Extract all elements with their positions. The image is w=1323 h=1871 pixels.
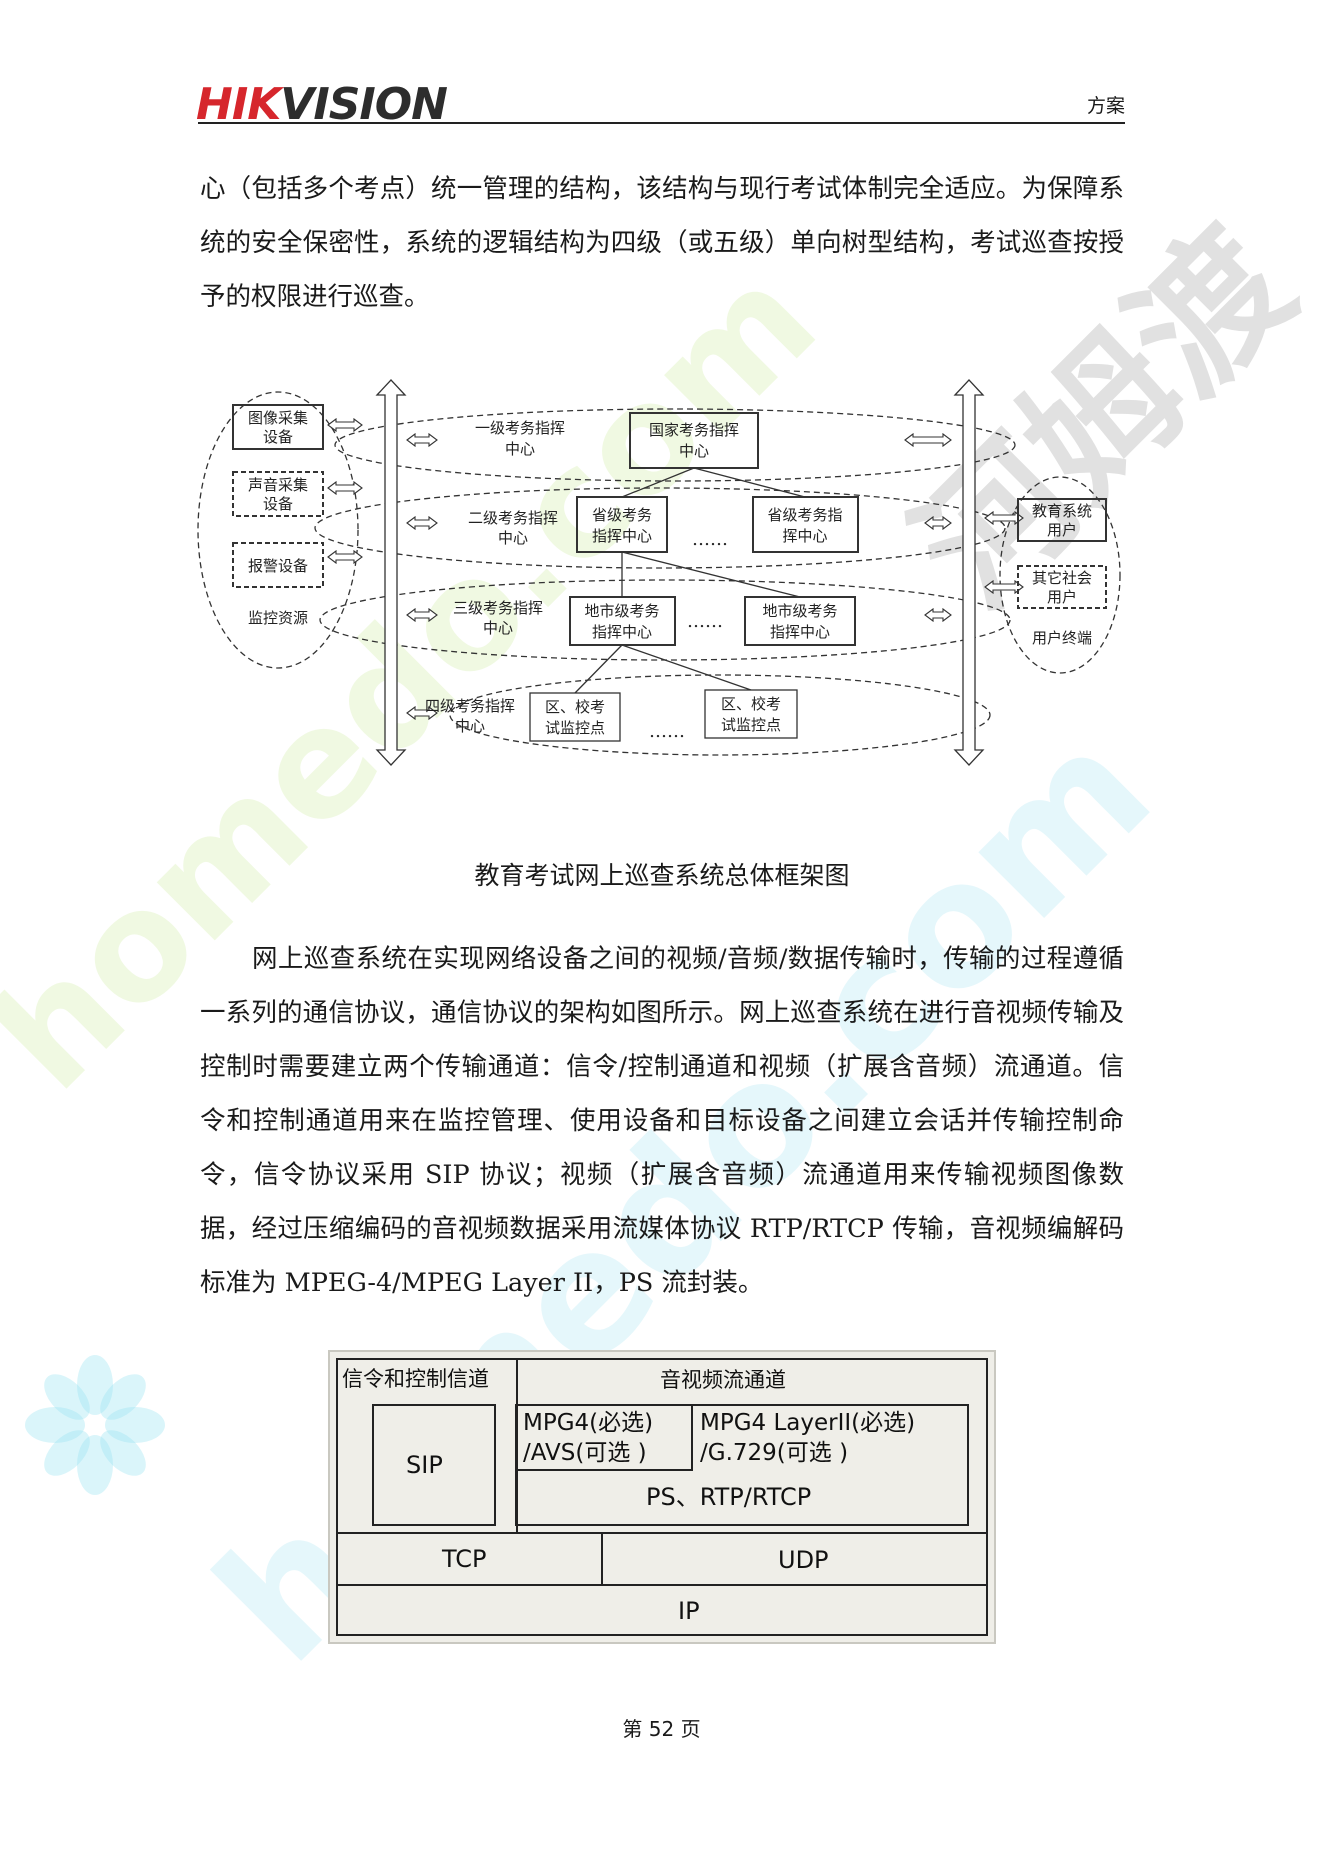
architecture-diagram: 图像采集 设备 声音采集 设备 报警设备 监控资源 教育系统 用户 其它社会 用… (197, 379, 1121, 766)
node-school-2-line2: 试监控点 (721, 716, 781, 734)
node-city-1-line2: 指挥中心 (592, 623, 652, 641)
device-alarm-label: 报警设备 (248, 557, 308, 575)
device-audio-line1: 声音采集 (248, 476, 308, 494)
stream-channel-title: 音视频流通道 (660, 1368, 786, 1392)
ip-label: IP (678, 1597, 700, 1625)
sip-label: SIP (406, 1451, 443, 1479)
device-box-audio (232, 471, 324, 517)
user-edu-line2: 用户 (1047, 521, 1077, 539)
audio-codec-line1: MPG4 LayerII(必选) (700, 1410, 916, 1436)
user-edu-line1: 教育系统 (1032, 502, 1092, 520)
level-1-label-line1: 一级考务指挥 (475, 419, 565, 437)
node-school-1-line2: 试监控点 (545, 719, 605, 737)
left-group-label: 监控资源 (248, 609, 308, 627)
node-province-2-line1: 省级考务指 (767, 506, 842, 524)
paragraph-1: 心（包括多个考点）统一管理的结构，该结构与现行考试体制完全适应。为保障系统的安全… (200, 174, 1124, 312)
paragraph-2: 网上巡查系统在实现网络设备之间的视频/音频/数据传输时，传输的过程遵循一系列的通… (200, 944, 1124, 1298)
node-national-line1: 国家考务指挥 (649, 421, 739, 439)
user-box-other (1017, 565, 1107, 609)
device-image-line2: 设备 (263, 428, 293, 446)
left-group-ellipse (197, 391, 359, 669)
level-4-label-line2: 中心 (455, 717, 485, 735)
audio-codec-line2: /G.729(可选 ) (700, 1440, 849, 1466)
level-3-label-line1: 三级考务指挥 (453, 599, 543, 617)
node-school-2-line1: 区、校考 (721, 695, 781, 713)
level-2-label-line2: 中心 (498, 529, 528, 547)
level-4-label-line1: 四级考务指挥 (425, 697, 515, 715)
level-2-ellipse (314, 487, 1006, 569)
ellipsis-level-2: …… (692, 529, 728, 550)
header-tag: 方案 (1086, 95, 1125, 117)
right-bus-arrow (953, 379, 985, 766)
page-number: 第 52 页 (622, 1717, 701, 1741)
user-other-line1: 其它社会 (1032, 569, 1092, 587)
ellipsis-level-3: …… (687, 611, 723, 632)
device-audio-line2: 设备 (263, 495, 293, 513)
user-other-line2: 用户 (1047, 588, 1077, 606)
node-city-1-line1: 地市级考务 (584, 602, 659, 620)
node-province-1-line2: 指挥中心 (592, 527, 652, 545)
udp-label: UDP (778, 1546, 829, 1574)
right-group-label: 用户终端 (1032, 629, 1092, 647)
level-4-ellipse (449, 674, 991, 756)
figure-caption: 教育考试网上巡查系统总体框架图 (474, 861, 850, 890)
ps-rtp-label: PS、RTP/RTCP (646, 1483, 812, 1511)
level-1-label-line2: 中心 (505, 440, 535, 458)
left-bus-arrow (375, 379, 407, 766)
hikvision-logo: HIKVISION (196, 79, 448, 130)
level-3-ellipse (319, 579, 1011, 661)
protocol-stack-diagram: 信令和控制信道 音视频流通道 SIP MPG4(必选) /AVS(可选 ) MP… (328, 1350, 996, 1644)
node-city-2-line1: 地市级考务 (762, 602, 837, 620)
video-codec-line1: MPG4(必选) (523, 1410, 654, 1436)
node-city-2-line2: 指挥中心 (770, 623, 830, 641)
level-1-ellipse (334, 408, 1016, 482)
level-2-label-line1: 二级考务指挥 (468, 509, 558, 527)
right-group-ellipse (999, 476, 1121, 674)
node-province-1-line1: 省级考务 (592, 506, 652, 524)
device-box-image (232, 404, 324, 450)
device-image-line1: 图像采集 (248, 409, 308, 427)
video-codec-line2: /AVS(可选 ) (523, 1440, 647, 1466)
node-school-1-line1: 区、校考 (545, 698, 605, 716)
video-codec-box (515, 1404, 693, 1471)
logo-red-part: HIK (196, 79, 281, 130)
node-national-line2: 中心 (679, 442, 709, 460)
signal-channel-title: 信令和控制信道 (342, 1367, 489, 1391)
node-province-2 (752, 496, 859, 553)
user-box-edu (1017, 498, 1107, 542)
watermark-flower-icon (25, 1355, 165, 1495)
device-box-alarm (232, 542, 324, 588)
tcp-label: TCP (442, 1545, 487, 1573)
node-province-2-line2: 挥中心 (782, 527, 827, 545)
level-3-label-line2: 中心 (483, 619, 513, 637)
stack-signal-divider (336, 1358, 518, 1534)
sip-box (372, 1404, 496, 1526)
ip-box (336, 1584, 988, 1636)
logo-dark-part: VISION (280, 79, 448, 130)
header-rule (198, 122, 1125, 124)
ellipsis-level-4: …… (649, 721, 685, 742)
